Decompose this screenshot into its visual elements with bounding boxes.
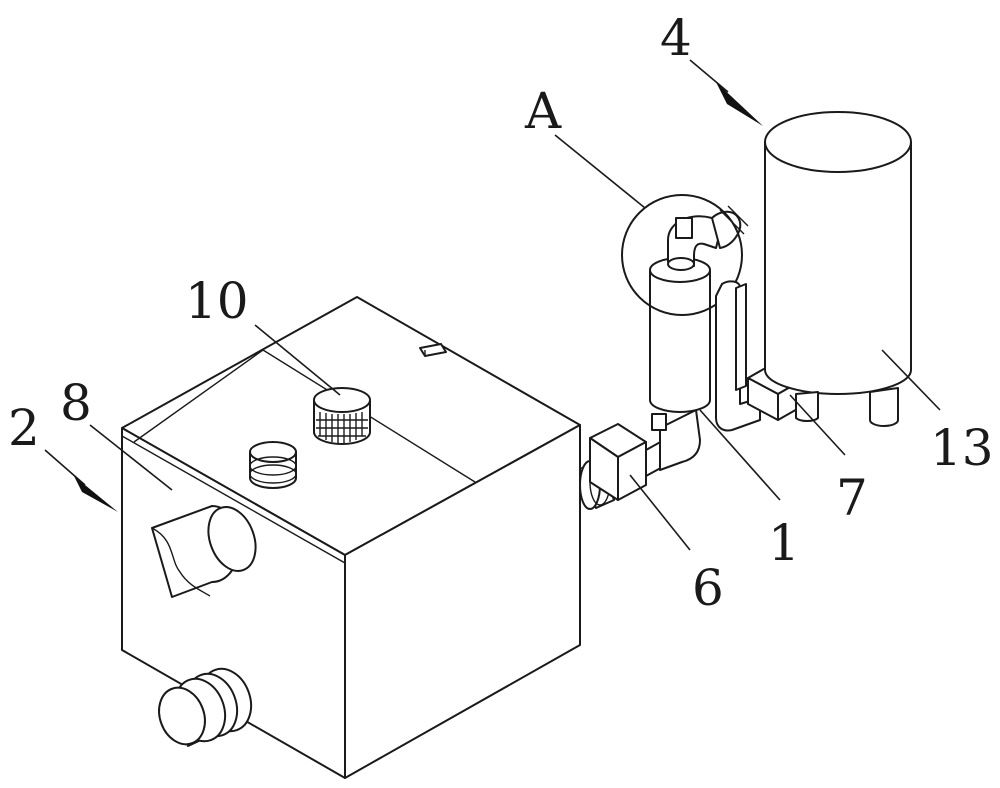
label-legs: 13 — [930, 419, 994, 477]
label-separator: 1 — [768, 514, 800, 572]
lid-cap — [249, 441, 297, 489]
separator-elbow — [667, 205, 749, 271]
label-tank: 2 — [8, 399, 40, 457]
leader-detail-a — [554, 134, 646, 209]
leader-separator — [699, 409, 781, 501]
leader-valve-six — [629, 474, 691, 551]
detail-a-circle — [621, 194, 743, 316]
storage-vessel — [764, 111, 912, 427]
filter-cap — [313, 387, 371, 445]
label-filter-cap: 10 — [185, 272, 249, 330]
riser-pipe — [715, 280, 761, 432]
label-valve-seven: 7 — [836, 469, 868, 527]
lid-seam-front — [133, 349, 264, 443]
lid-seam-edge — [121, 435, 346, 564]
drain-pipe — [158, 667, 253, 747]
pipe-to-separator — [645, 409, 701, 477]
arrow-vessel — [689, 59, 763, 126]
filter-mesh — [316, 412, 368, 443]
leader-valve-seven — [789, 394, 846, 456]
label-detail-a: A — [524, 82, 562, 140]
leader-filter-cap — [254, 324, 341, 396]
leader-inlet-pipe — [89, 424, 173, 491]
label-valve-six: 6 — [692, 559, 724, 617]
leader-legs — [881, 349, 941, 411]
arrow-tank — [44, 449, 118, 512]
lid-handle — [419, 343, 447, 357]
label-inlet-pipe: 8 — [60, 374, 92, 432]
inlet-pipe — [151, 505, 257, 598]
separator-column — [649, 257, 711, 413]
label-vessel: 4 — [660, 9, 692, 67]
tank-right-face — [344, 424, 581, 779]
